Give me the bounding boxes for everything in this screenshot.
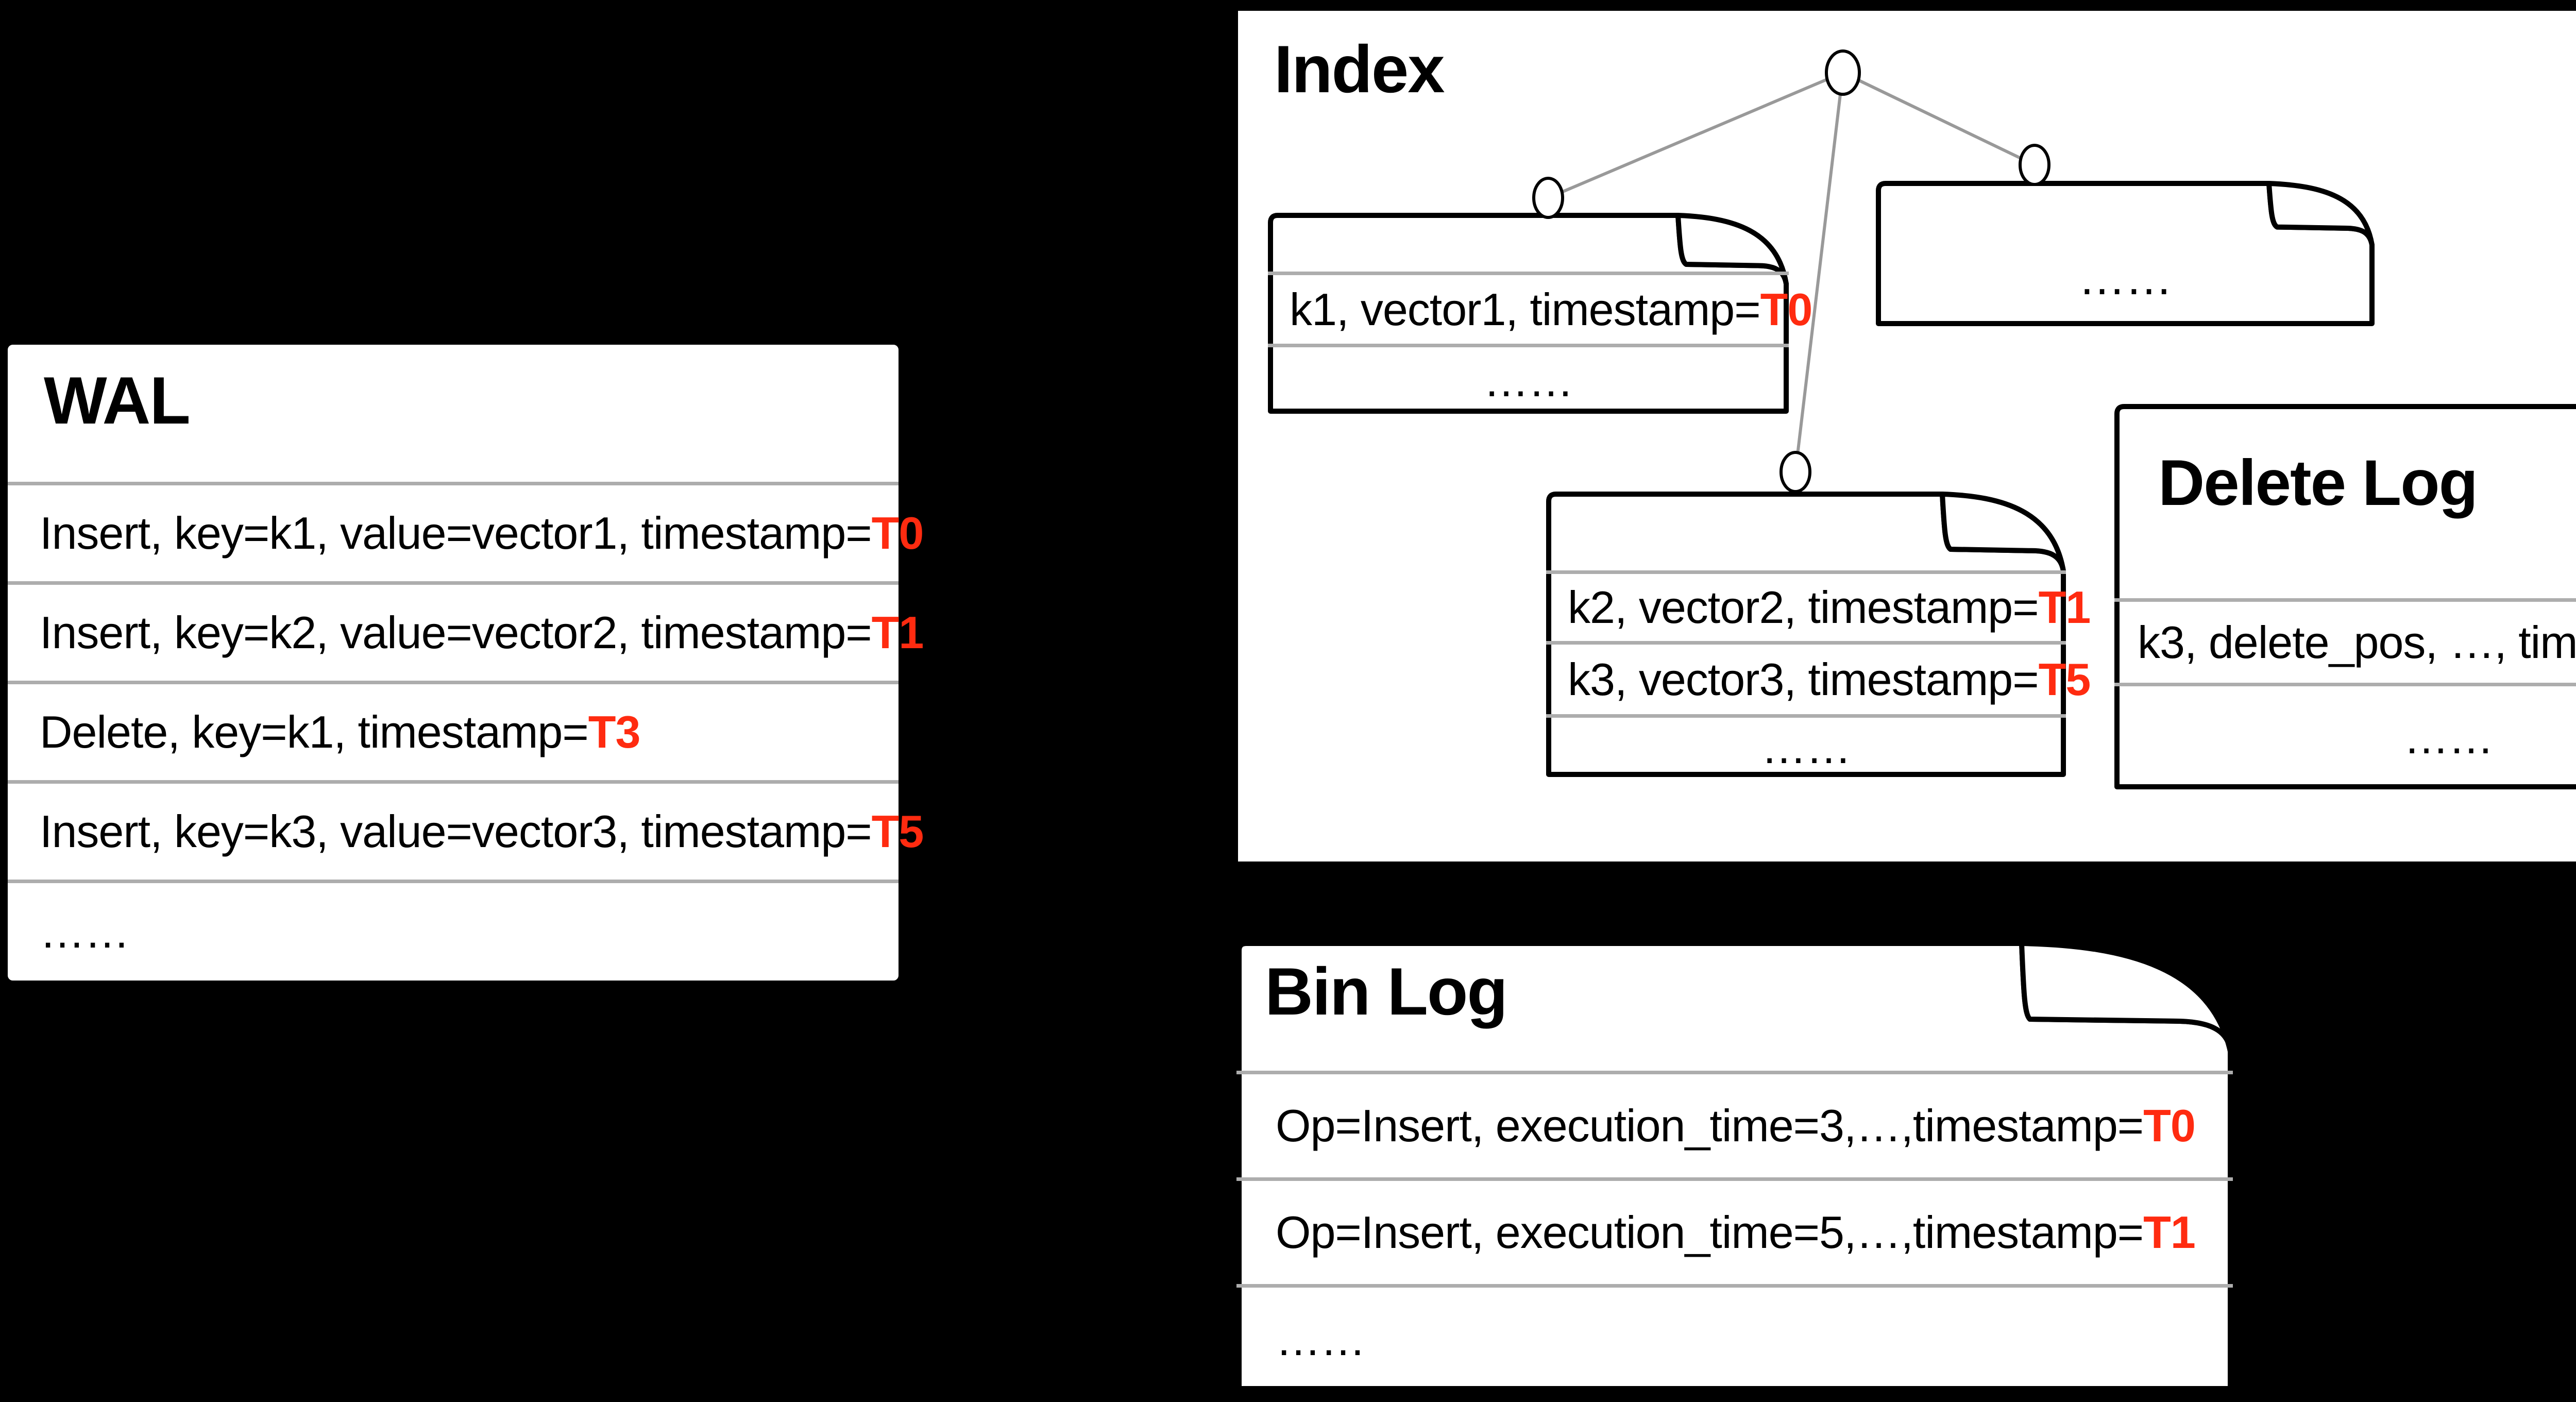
segment-row-k2: k2, vector2, timestamp=T1 (1546, 570, 2091, 641)
segment-row-text: k2, vector2, timestamp= (1568, 582, 2039, 633)
segment-row-text: …… (1483, 354, 1574, 406)
timestamp-highlight: T5 (2038, 653, 2091, 705)
paper-corner-fold-icon (1940, 492, 2066, 574)
bin-log-row-2: Op=Insert, execution_time=5,…,timestamp=… (1236, 1177, 2233, 1284)
wal-row-insert-k1: Insert, key=k1, value=vector1, timestamp… (8, 482, 924, 581)
index-title: Index (1274, 31, 1445, 107)
segment-row-k1: k1, vector1, timestamp=T0 (1268, 272, 1812, 344)
paper-header (1876, 181, 2375, 230)
wal-panel: WAL Insert, key=k1, value=vector1, times… (5, 342, 924, 984)
bin-log-row-1: Op=Insert, execution_time=3,…,timestamp=… (1236, 1071, 2233, 1177)
index-segment-k1: k1, vector1, timestamp=T0 …… (1268, 213, 1812, 414)
timestamp-highlight: T0 (2143, 1100, 2196, 1151)
delete-log-row-text: …… (2403, 712, 2494, 763)
timestamp-highlight: T1 (2143, 1207, 2196, 1258)
tree-node-left (1532, 177, 1564, 219)
paper-body (2114, 404, 2576, 789)
paper-header (1546, 492, 2066, 570)
bin-log-title: Bin Log (1265, 954, 1508, 1029)
wal-row-ellipsis: …… (8, 880, 899, 981)
tree-edge-root-right (1842, 71, 2036, 166)
tree-edge-root-middle (1794, 72, 1844, 472)
index-segment-k2-k3: k2, vector2, timestamp=T1 k3, vector3, t… (1546, 492, 2091, 777)
bin-log-title-area: Bin Log (1236, 941, 2233, 1071)
paper-document-shape (1236, 941, 2233, 1391)
timestamp-highlight: T1 (2038, 582, 2091, 633)
segment-row-text: …… (2078, 251, 2173, 305)
wal-row-text: …… (40, 906, 130, 957)
tree-node-middle (1780, 451, 1811, 493)
bin-log-row-text: …… (1276, 1313, 1366, 1365)
wal-row-text: Delete, key=k1, timestamp= (40, 706, 589, 757)
bin-log-panel: Bin Log Op=Insert, execution_time=3,…,ti… (1236, 941, 2233, 1391)
timestamp-highlight: T3 (588, 706, 641, 757)
paper-corner-fold-icon (2266, 181, 2375, 248)
tree-node-root (1825, 49, 1861, 96)
timestamp-highlight: T0 (1760, 283, 1813, 335)
wal-row-text: Insert, key=k2, value=vector2, timestamp… (40, 607, 872, 658)
wal-title: WAL (44, 363, 191, 438)
delete-log-title: Delete Log (2158, 447, 2478, 519)
segment-row-ellipsis: …… (1546, 714, 2066, 777)
bin-log-row-text: Op=Insert, execution_time=5,…,timestamp= (1276, 1207, 2144, 1258)
wal-row-text: Insert, key=k3, value=vector3, timestamp… (40, 806, 872, 857)
wal-title-area: WAL (8, 345, 899, 482)
paper-document-shape (1546, 492, 2066, 777)
delete-log-row-k3: k3, delete_pos, …, timestamp=T3 (2114, 598, 2576, 683)
wal-row-insert-k2: Insert, key=k2, value=vector2, timestamp… (8, 581, 924, 681)
timestamp-highlight: T5 (871, 806, 924, 857)
tree-node-right (2019, 144, 2050, 186)
paper-corner-fold-icon (2019, 941, 2233, 1054)
paper-document-shape (1268, 213, 1789, 414)
segment-row-text: k1, vector1, timestamp= (1290, 283, 1761, 335)
paper-document-shape (2114, 404, 2576, 789)
tree-edge-root-left (1547, 71, 1844, 199)
timestamp-highlight: T0 (871, 508, 924, 559)
bin-log-row-ellipsis: …… (1236, 1284, 2233, 1391)
segment-row-k3: k3, vector3, timestamp=T5 (1546, 641, 2091, 714)
segment-row-text: …… (1761, 721, 1852, 773)
index-segment-more: …… (1876, 181, 2375, 326)
delete-log-title-area: Delete Log (2114, 404, 2576, 598)
wal-row-text: Insert, key=k1, value=vector1, timestamp… (40, 508, 872, 559)
paper-document-shape (1876, 181, 2375, 326)
wal-row-insert-k3: Insert, key=k3, value=vector3, timestamp… (8, 780, 924, 880)
delete-log-panel: Delete Log k3, delete_pos, …, timestamp=… (2114, 404, 2576, 789)
delete-log-row-ellipsis: …… (2114, 683, 2576, 789)
index-panel: Index k1, vector1, timestamp=T0 …… …… (1234, 7, 2576, 866)
segment-row-ellipsis: …… (1876, 230, 2375, 326)
paper-header (1268, 213, 1789, 272)
paper-corner-fold-icon (1675, 213, 1789, 286)
segment-row-ellipsis: …… (1268, 344, 1789, 414)
timestamp-highlight: T1 (871, 607, 924, 658)
wal-row-delete-k1: Delete, key=k1, timestamp=T3 (8, 681, 899, 780)
delete-log-row-text: k3, delete_pos, …, timestamp= (2138, 616, 2576, 668)
bin-log-row-text: Op=Insert, execution_time=3,…,timestamp= (1276, 1100, 2144, 1151)
segment-row-text: k3, vector3, timestamp= (1568, 653, 2039, 705)
